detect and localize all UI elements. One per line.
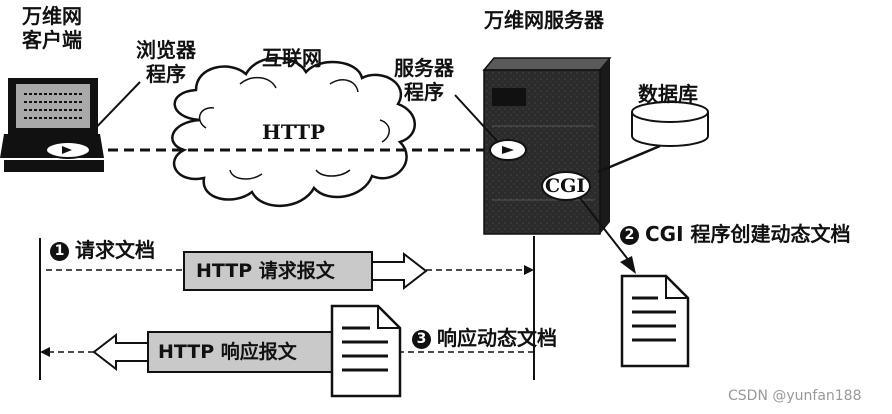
http-label: HTTP bbox=[262, 120, 325, 144]
step-2-label: 2 CGI 程序创建动态文档 bbox=[620, 222, 851, 246]
client-label: 万维网 客户端 bbox=[22, 4, 82, 52]
document-icon bbox=[330, 304, 402, 398]
server-program-label: 服务器 程序 bbox=[394, 56, 454, 104]
step-3-text: 响应动态文档 bbox=[437, 326, 557, 350]
internet-label: 互联网 bbox=[262, 46, 322, 70]
step-3-label: 3 响应动态文档 bbox=[412, 326, 557, 350]
database-icon bbox=[631, 101, 709, 147]
server-title-label: 万维网服务器 bbox=[484, 8, 604, 32]
http-request-message: HTTP 请求报文 bbox=[196, 260, 335, 282]
step-2-number: 2 bbox=[620, 226, 639, 245]
step-3-number: 3 bbox=[412, 330, 431, 349]
document-icon bbox=[620, 274, 690, 368]
cloud-icon bbox=[171, 56, 416, 207]
step-1-label: 1 请求文档 bbox=[50, 238, 155, 262]
cgi-label: CGI bbox=[545, 175, 586, 197]
http-response-message: HTTP 响应报文 bbox=[158, 341, 297, 363]
step-1-text: 请求文档 bbox=[75, 238, 155, 262]
database-label: 数据库 bbox=[638, 82, 698, 106]
watermark: CSDN @yunfan188 bbox=[728, 388, 862, 404]
step-1-number: 1 bbox=[50, 242, 69, 261]
computer-icon bbox=[0, 78, 104, 172]
step-2-text: CGI 程序创建动态文档 bbox=[645, 222, 851, 246]
browser-program-label: 浏览器 程序 bbox=[136, 38, 196, 86]
